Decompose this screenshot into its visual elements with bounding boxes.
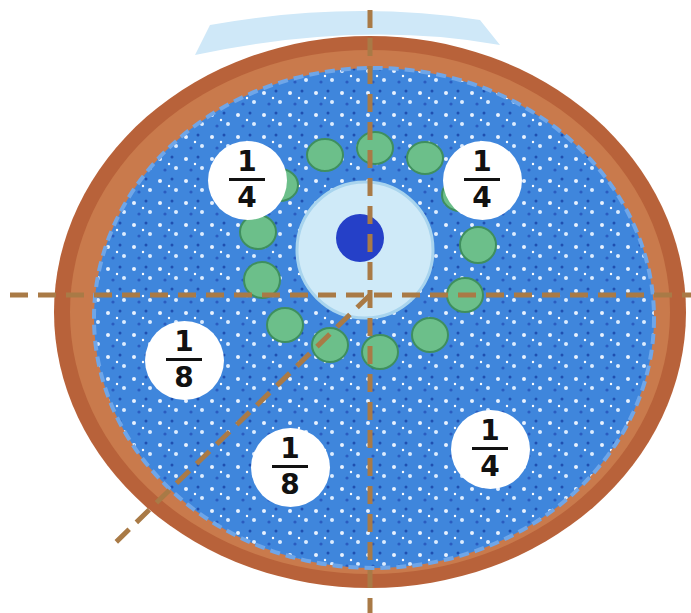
fraction-circle: 14 — [443, 141, 522, 220]
cut-lines — [10, 10, 691, 613]
fraction-circle: 18 — [145, 321, 224, 400]
top-cut — [195, 11, 500, 55]
denominator: 4 — [480, 452, 499, 482]
denominator: 4 — [237, 183, 256, 213]
numerator: 1 — [280, 434, 299, 464]
fraction-bar — [464, 178, 500, 181]
fraction-bar — [166, 358, 202, 361]
denominator: 4 — [472, 183, 491, 213]
cherry — [336, 214, 384, 262]
numerator: 1 — [480, 416, 499, 446]
tart-filling — [94, 68, 654, 568]
fraction-circle: 14 — [451, 410, 530, 489]
fraction-circle: 14 — [208, 141, 287, 220]
numerator: 1 — [237, 147, 256, 177]
fraction-bar — [272, 465, 308, 468]
denominator: 8 — [280, 470, 299, 500]
denominator: 8 — [174, 363, 193, 393]
numerator: 1 — [472, 147, 491, 177]
fraction-bar — [229, 178, 265, 181]
numerator: 1 — [174, 327, 193, 357]
fraction-bar — [472, 447, 508, 450]
fraction-circle: 18 — [251, 428, 330, 507]
dish-rim — [54, 36, 686, 588]
